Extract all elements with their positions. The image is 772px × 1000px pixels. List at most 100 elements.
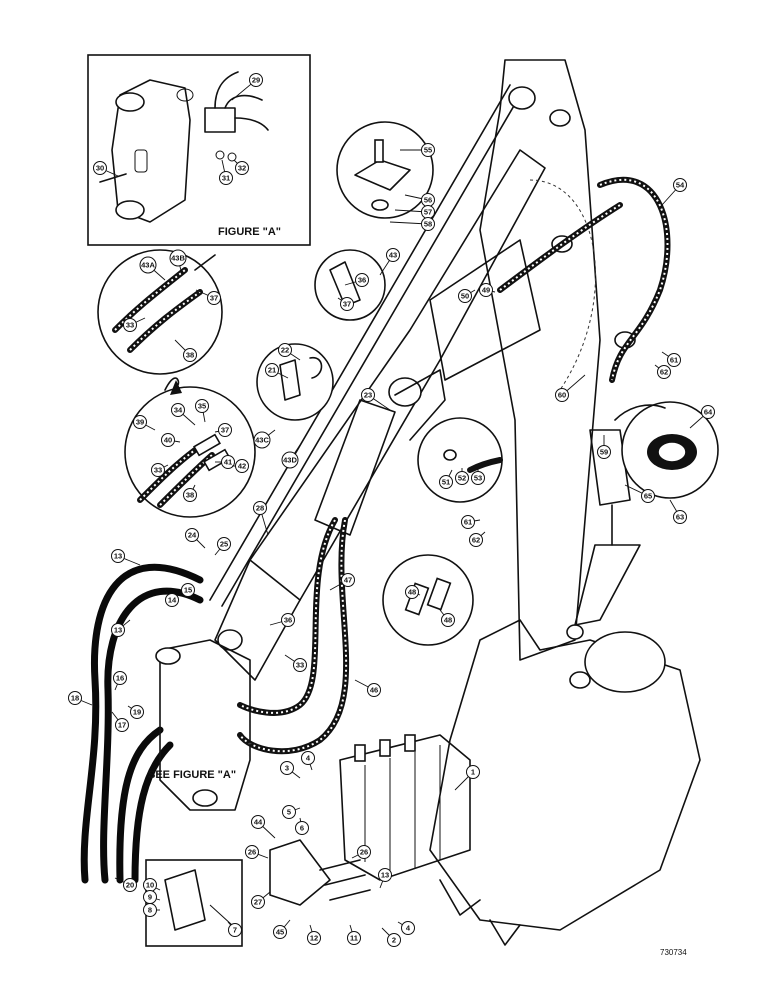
- callout-number: 58: [424, 220, 432, 229]
- callout-number: 23: [364, 391, 372, 400]
- callout-number: 42: [238, 462, 246, 471]
- callout-bubble: [273, 925, 287, 939]
- callout-63: 63: [669, 499, 687, 524]
- boom-pivot-pin: [217, 629, 243, 651]
- callout-number: 18: [71, 694, 79, 703]
- callout-number: 55: [424, 146, 432, 155]
- callout-44: 44: [251, 815, 276, 839]
- callout-59: 59: [597, 435, 611, 459]
- callout-47: 47: [329, 573, 355, 591]
- callout-bubble: [421, 217, 435, 231]
- callout-37: 37: [337, 297, 354, 311]
- callout-number: 32: [238, 164, 246, 173]
- bucket-link-pin: [566, 624, 584, 640]
- control-valve-body: [339, 734, 471, 881]
- callout-34: 34: [171, 403, 196, 426]
- callout-7: 7: [227, 921, 242, 937]
- callout-bubble: [245, 845, 259, 859]
- figure-a-upper-pivot: [115, 92, 145, 112]
- callout-38: 38: [183, 484, 197, 502]
- detail-circle-clamp: [256, 343, 334, 421]
- callout-23: 23: [361, 388, 391, 411]
- callout-bubble: [441, 613, 455, 627]
- callout-number: 45: [276, 928, 284, 937]
- valve-spool-1: [354, 744, 366, 762]
- callout-6: 6: [295, 817, 309, 835]
- bracket-inset: [145, 859, 243, 947]
- callout-43B: 43B: [169, 249, 187, 276]
- hose-46: [237, 517, 350, 755]
- callout-bubble: [235, 161, 249, 175]
- callout-54: 54: [661, 178, 687, 206]
- callout-bubble: [555, 388, 569, 402]
- callout-number: 11: [350, 934, 358, 943]
- callout-bubble: [195, 399, 209, 413]
- detail-circle-hose-fittings-upper: [97, 249, 223, 375]
- callout-61: 61: [661, 351, 681, 367]
- callout-bubble: [161, 433, 175, 447]
- callout-number: 52: [458, 474, 466, 483]
- callout-28: 28: [253, 501, 269, 536]
- callout-number: 39: [136, 418, 144, 427]
- callout-number: 37: [221, 426, 229, 435]
- callout-bubble: [185, 528, 199, 542]
- callout-11: 11: [347, 924, 361, 945]
- callout-bubble: [130, 705, 144, 719]
- callout-bubble: [341, 573, 355, 587]
- figure-a-nut: [227, 152, 237, 162]
- callout-49: 49: [479, 283, 496, 297]
- callout-number: 14: [168, 596, 177, 605]
- callout-bubble: [111, 549, 125, 563]
- callout-31: 31: [219, 159, 233, 185]
- callout-3: 3: [280, 761, 301, 779]
- callout-29: 29: [231, 73, 263, 101]
- figure-a-slot: [134, 149, 148, 173]
- callout-46: 46: [354, 679, 381, 697]
- callout-bubble: [282, 805, 296, 819]
- callout-bubble: [235, 459, 249, 473]
- bucket-body: [429, 619, 701, 931]
- callout-48: 48: [405, 585, 421, 599]
- valve-spool-2: [379, 739, 391, 757]
- callout-bubble: [123, 318, 137, 332]
- callout-65: 65: [624, 484, 655, 503]
- figure-a-tube-1: [214, 71, 239, 109]
- callout-number: 51: [442, 478, 450, 487]
- callout-number: 26: [248, 848, 256, 857]
- callout-number: 33: [296, 661, 304, 670]
- callout-bubble: [367, 683, 381, 697]
- callout-18: 18: [68, 691, 93, 706]
- callout-bubble: [123, 878, 137, 892]
- callout-bubble: [165, 593, 179, 607]
- callout-number: 26: [360, 848, 368, 857]
- callout-number: 62: [472, 536, 480, 545]
- callout-27: 27: [251, 891, 271, 909]
- callout-number: 7: [233, 926, 237, 935]
- control-valve: [269, 734, 471, 906]
- callout-bubble: [378, 868, 392, 882]
- callout-62: 62: [654, 364, 671, 379]
- callout-number: 59: [600, 448, 608, 457]
- callout-number: 13: [114, 626, 122, 635]
- callout-number: 4: [306, 754, 311, 763]
- hose-13-b: [100, 587, 204, 884]
- callout-bubble: [219, 171, 233, 185]
- swing-post-upper-pivot: [155, 647, 181, 665]
- callout-bubble: [340, 297, 354, 311]
- figure-a-lower-pivot: [115, 200, 145, 220]
- callout-4: 4: [397, 921, 415, 935]
- callout-32: 32: [233, 159, 249, 175]
- dipper-stick-body: [479, 59, 601, 661]
- callout-layer: 29303132555657585443A43B3733384336375049…: [68, 73, 715, 947]
- boom-cylinder: [314, 369, 446, 536]
- figure-a-valve-block: [204, 107, 236, 133]
- callout-number: 43C: [255, 436, 269, 445]
- boom-cylinder-eye: [388, 377, 422, 407]
- callout-43D: 43D: [281, 444, 301, 469]
- callout-number: 6: [300, 824, 304, 833]
- boom-edge: [249, 559, 301, 601]
- callout-number: 48: [444, 616, 452, 625]
- bucket-assembly: [429, 429, 701, 946]
- callout-number: 60: [558, 391, 566, 400]
